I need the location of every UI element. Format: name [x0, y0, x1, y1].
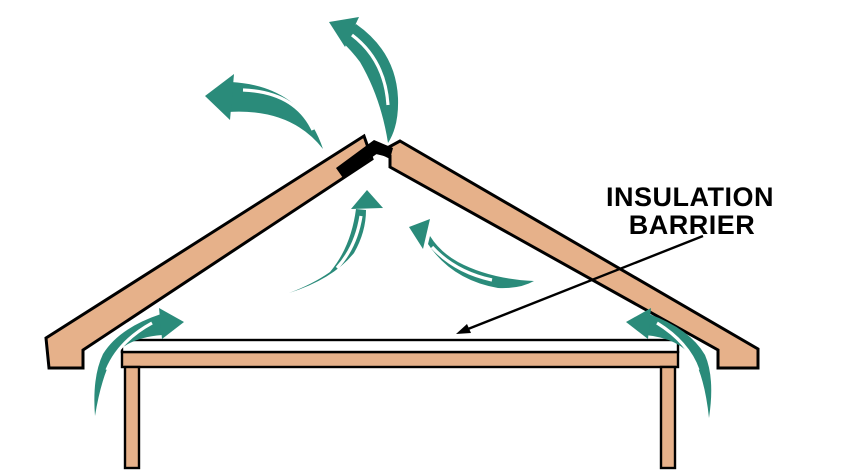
exhaust-airflow-arrow-up-icon [329, 17, 399, 143]
left-rafter [44, 133, 374, 370]
insulation-barrier-callout: INSULATION BARRIER [456, 182, 774, 334]
exhaust-airflow-arrow-left-icon [205, 74, 323, 149]
ridge-vent-cap [336, 140, 393, 178]
arrow-head [351, 190, 383, 209]
ceiling-joist [120, 350, 680, 369]
arrow-highlight [351, 33, 390, 106]
right-rafter [373, 139, 760, 370]
airflow-arrows [94, 17, 712, 418]
arrow-head [409, 219, 430, 249]
arrow-highlight [430, 245, 493, 282]
attic-airflow-arrow-right-icon [409, 219, 534, 289]
arrow-body [428, 236, 534, 289]
arrow-head [159, 308, 184, 339]
arrow-body [228, 82, 323, 149]
soffit-intake-arrow-left-icon [94, 308, 184, 416]
arrow-highlight [335, 215, 363, 270]
attic-airflow-arrow-left-icon [289, 190, 383, 293]
arrow-highlight [242, 88, 315, 131]
arrow-head [329, 17, 359, 47]
insulation-barrier-label-line2: BARRIER [629, 210, 756, 240]
arrow-highlight [656, 321, 700, 371]
arrow-body [342, 24, 399, 143]
roof-structure [44, 133, 760, 470]
right-wall-stud [659, 365, 677, 470]
insulation-barrier-label-line1: INSULATION [606, 182, 774, 212]
arrow-highlight [105, 321, 153, 371]
arrow-head [205, 74, 234, 120]
label-pointer-line [467, 234, 704, 331]
arrow-head [626, 308, 651, 339]
insulation-barrier [120, 338, 680, 354]
label-pointer-arrowhead-icon [456, 324, 471, 334]
soffit-intake-arrow-right-icon [626, 308, 712, 418]
left-wall-stud [123, 365, 141, 470]
arrow-body [289, 209, 366, 293]
